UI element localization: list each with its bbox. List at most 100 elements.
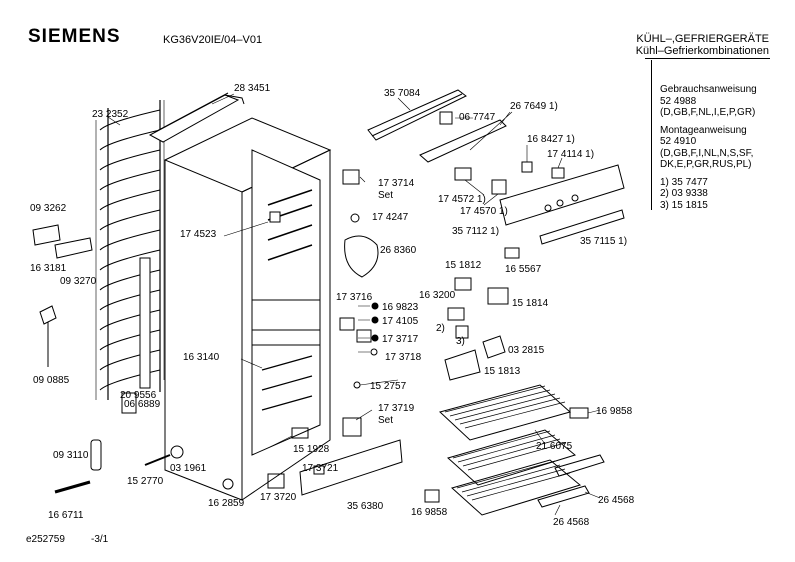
damper-part — [482, 335, 506, 359]
door-handle — [367, 89, 467, 141]
part-151928 — [291, 427, 309, 439]
fan-cover — [344, 235, 379, 278]
switch-part — [439, 111, 453, 125]
part-label: 16 9858 — [596, 406, 633, 417]
part-label: 26 4568 — [598, 495, 635, 506]
part-066889 — [121, 392, 137, 414]
part-label: 26 8360 — [380, 245, 417, 256]
part-label: 17 3721 — [302, 463, 339, 474]
part-151814 — [487, 287, 509, 305]
part-label: 09 3110 — [53, 450, 89, 461]
part-label: 26 7649 1) — [510, 101, 558, 112]
info-divider — [651, 60, 652, 210]
part-label: 06 7747 — [459, 112, 496, 123]
part-label: 15 2757 — [370, 381, 407, 392]
note-2: 2) 03 9338 — [660, 188, 708, 199]
part-173721 — [313, 465, 325, 475]
note-1: 1) 35 7477 — [660, 176, 708, 188]
part-label: 21 6075 — [536, 441, 573, 452]
part-label: 17 3716 — [336, 292, 373, 303]
brand-logo: SIEMENS — [28, 26, 121, 47]
category-line-2: Kühl–Gefrierkombinationen — [635, 45, 769, 57]
user-manual-langs: (D,GB,F,NL,I,E,P,GR) — [660, 107, 756, 118]
bracket-151812 — [454, 277, 472, 291]
ring-part — [370, 348, 378, 356]
part-label: 17 4114 1) — [547, 149, 594, 160]
part-label: 17 4572 1) — [438, 194, 486, 205]
user-manual-title: Gebrauchsanweisung — [660, 84, 757, 95]
note-marker: 2) — [436, 323, 445, 334]
install-manual-number: 52 4910 — [660, 136, 697, 147]
heater-part — [54, 480, 91, 494]
part-label: 15 1814 — [512, 298, 549, 309]
cover-part — [32, 224, 61, 246]
part-label: 16 2859 — [208, 498, 245, 509]
hinge-set-bottom — [342, 417, 362, 437]
part-label: 03 2815 — [508, 345, 545, 356]
part-label: 35 7112 1) — [452, 226, 499, 237]
part-label: 16 9858 — [411, 507, 448, 518]
part-label: 17 4523 — [180, 229, 217, 240]
thermostat-part — [491, 179, 507, 195]
part-label: 17 4570 1) — [460, 206, 508, 217]
condenser-coil — [95, 100, 165, 400]
part-label: 15 1812 — [445, 260, 482, 271]
part-label: 16 3181 — [30, 263, 67, 274]
document-id: e252759 — [26, 534, 65, 545]
filter-dryer — [90, 439, 102, 471]
door-handle-bottom — [299, 439, 403, 496]
part-label: 17 3718 — [385, 352, 422, 363]
part-label: 06 6889 — [124, 399, 161, 410]
part-label: 17 4105 — [382, 316, 419, 327]
part-label: 09 0885 — [33, 375, 70, 386]
bulb-part — [551, 167, 565, 179]
dot-3 — [371, 334, 379, 342]
part-label: 17 3717 — [382, 334, 419, 345]
install-manual-langs-1: (D,GB,F,I,NL,N,S,SF, — [660, 147, 754, 159]
lamp-bulb — [455, 325, 469, 339]
install-manual-langs-2: DK,E,P,GR,RUS,PL) — [660, 159, 752, 170]
drip-tray-151813 — [444, 349, 481, 381]
hinge-173720 — [267, 473, 285, 489]
top-drip-tray — [148, 92, 245, 143]
part-label: 09 3270 — [60, 276, 97, 287]
evaporator-grills — [439, 384, 605, 516]
install-manual-title: Montageanweisung — [660, 124, 747, 136]
part-label: 20 9556 — [120, 390, 157, 401]
fridge-cabinet — [163, 117, 332, 501]
part-label: 16 9823 — [382, 302, 419, 313]
model-number: KG36V20IE/04–V01 — [163, 34, 263, 46]
foot-screw — [222, 478, 234, 490]
dot-1 — [371, 302, 379, 310]
page-number: -3/1 — [91, 534, 109, 545]
screw-152757 — [353, 381, 361, 389]
lamp-holder — [454, 167, 472, 181]
screw-part — [350, 213, 360, 223]
part-label: 35 7084 — [384, 88, 421, 99]
part-labels: 28 3451 23 2352 35 7084 26 7649 1) 06 77… — [30, 83, 635, 528]
bracket-part — [339, 317, 355, 331]
category-header: KÜHL–,GEFRIERGERÄTE Kühl–Gefrierkombinat… — [636, 33, 769, 57]
hinge-part — [356, 329, 372, 343]
dot-2 — [371, 316, 379, 324]
flap-part — [447, 307, 465, 321]
part-031961 — [170, 445, 184, 459]
part-label: 26 4568 — [553, 517, 590, 528]
part-label: 16 6711 — [48, 510, 84, 521]
ice-tray — [54, 237, 93, 259]
part-169858-a — [569, 407, 589, 419]
set-label: Set — [378, 415, 393, 426]
set-label: Set — [378, 190, 393, 201]
part-label: 35 6380 — [347, 501, 384, 512]
power-plug — [39, 305, 57, 325]
part-label: 15 2770 — [127, 476, 164, 487]
part-label: 17 3720 — [260, 492, 297, 503]
documentation-info: Gebrauchsanweisung 52 4988 (D,GB,F,NL,I,… — [660, 84, 757, 211]
part-label: 35 7115 1) — [580, 236, 627, 247]
part-label: 28 3451 — [234, 83, 271, 94]
note-marker: 3) — [456, 336, 465, 347]
control-panel — [419, 119, 625, 245]
part-label: 03 1961 — [170, 463, 207, 474]
part-165567 — [504, 247, 520, 259]
